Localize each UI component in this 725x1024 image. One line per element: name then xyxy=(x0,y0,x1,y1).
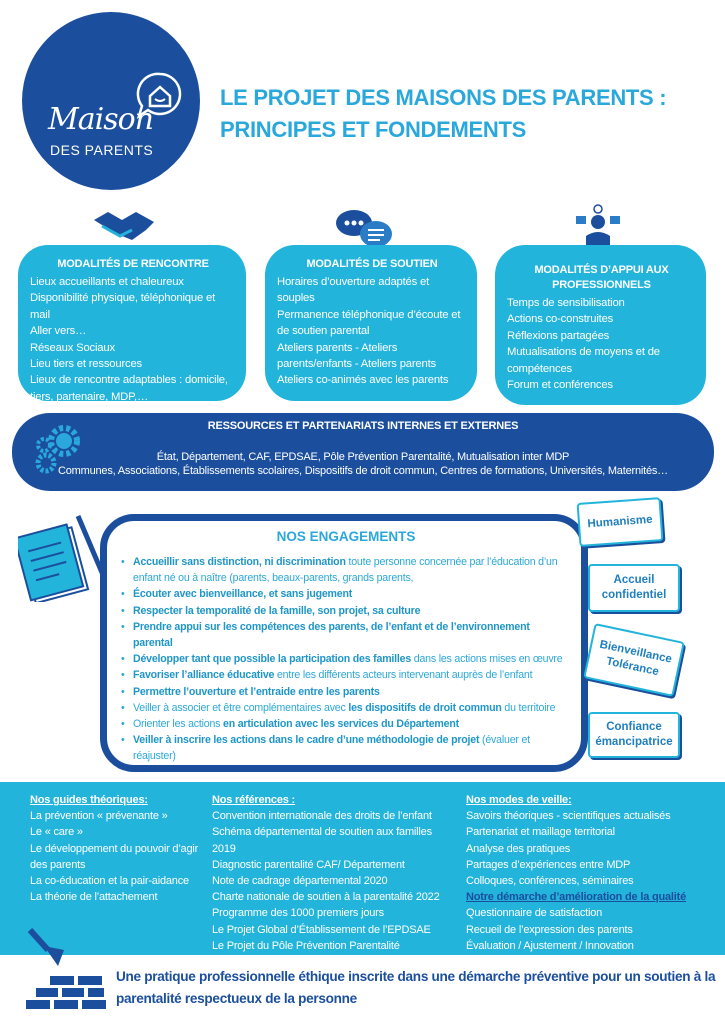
list-item: Actions co-construites xyxy=(507,313,614,326)
list-item: Disponibilité physique, téléphonique et … xyxy=(30,292,216,321)
list-item: Partenariat et maillage territorial xyxy=(466,826,615,839)
list-item: Horaires d’ouverture adaptés et souples xyxy=(277,276,430,305)
list-item: Réseaux Sociaux xyxy=(30,341,115,354)
list-item: Lieux accueillants et chaleureux xyxy=(30,276,184,288)
handshake-icon xyxy=(94,212,154,240)
engagements-box: NOS ENGAGEMENTS Accueillir sans distinct… xyxy=(100,514,588,772)
list-item: Questionnaire de satisfaction xyxy=(466,907,603,920)
list-item: Le « care » xyxy=(30,826,83,839)
qualite-title: Notre démarche d’amélioration de la qual… xyxy=(466,891,687,904)
resources-line-2: Communes, Associations, Établissements s… xyxy=(58,465,668,477)
list-item: Prendre appui sur les compétences des pa… xyxy=(121,619,571,651)
value-bubble-humanisme: Humanisme xyxy=(576,497,664,547)
list-item: Accueillir sans distinction, ni discrimi… xyxy=(121,554,571,586)
engagements-list: Accueillir sans distinction, ni discrimi… xyxy=(121,554,571,765)
veille-column: Nos modes de veille: Savoirs théoriques … xyxy=(466,792,716,954)
list-item: Veiller à inscrire les actions dans le c… xyxy=(121,732,571,764)
logo-script: Maison xyxy=(48,102,154,137)
box-title: MODALITÉS DE RENCONTRE xyxy=(57,258,209,270)
trowel-bricks-icon xyxy=(26,928,106,1009)
footer-statement: Une pratique professionnelle éthique ins… xyxy=(116,969,716,1006)
list-item: Écouter avec bienveillance, et sans juge… xyxy=(121,586,571,602)
guides-title: Nos guides théoriques: xyxy=(30,794,148,806)
box-title: MODALITÉS D’APPUI AUX PROFESSIONNELS xyxy=(534,264,669,291)
references-title: Nos références : xyxy=(212,794,296,806)
list-item: Temps de sensibilisation xyxy=(507,297,625,309)
title-line-2: PRINCIPES ET FONDEMENTS xyxy=(220,117,527,142)
list-item: Convention internationale des droits de … xyxy=(212,810,432,823)
list-item: Favoriser l’alliance éducative entre les… xyxy=(121,667,571,683)
box-title: MODALITÉS DE SOUTIEN xyxy=(306,258,438,270)
list-item: Analyse des pratiques xyxy=(466,842,571,855)
list-item: La prévention « prévenante » xyxy=(30,810,168,823)
list-item: Lieu tiers et ressources xyxy=(30,358,142,371)
box-modalites-rencontre: MODALITÉS DE RENCONTRE Lieux accueillant… xyxy=(18,245,246,403)
list-item: La co-éducation et la pair-aidance xyxy=(30,875,189,888)
logo-subtitle: DES PARENTS xyxy=(50,142,154,158)
list-item: Mutualisations de moyens et de compétenc… xyxy=(507,346,660,375)
title-line-1: LE PROJET DES MAISONS DES PARENTS : xyxy=(220,85,667,110)
list-item: Note de cadrage départemental 2020 xyxy=(212,875,388,888)
list-item: Programme des 1000 premiers jours xyxy=(212,907,384,920)
page-title: LE PROJET DES MAISONS DES PARENTS : PRIN… xyxy=(220,82,667,146)
value-bubble-accueil: Accueil confidentiel xyxy=(588,564,680,612)
resources-title: RESSOURCES ET PARTENARIATS INTERNES ET E… xyxy=(207,420,519,432)
professional-icon xyxy=(576,204,620,250)
resources-line-1: État, Département, CAF, EPDSAE, Pôle Pré… xyxy=(156,451,570,463)
list-item: Ateliers co-animés avec les parents xyxy=(277,374,449,387)
list-item: Le développement du pouvoir d’agir des p… xyxy=(30,842,199,871)
list-item: Permanence téléphonique d’écoute et de s… xyxy=(277,308,461,338)
list-item: Le Projet Global d’Établissement de l’EP… xyxy=(212,923,431,936)
list-item: Colloques, conférences, séminaires xyxy=(466,875,634,888)
engagements-title: NOS ENGAGEMENTS xyxy=(276,529,416,544)
list-item: La théorie de l’attachement xyxy=(30,891,158,904)
list-item: Recueil de l’expression des parents xyxy=(466,923,633,936)
list-item: Forum et conférences xyxy=(507,379,613,392)
list-item: Permettre l’ouverture et l’entraide entr… xyxy=(121,684,571,700)
references-section: Nos guides théoriques: La prévention « p… xyxy=(0,782,725,955)
list-item: Schéma départemental de soutien aux fami… xyxy=(212,826,432,855)
value-bubble-bienveillance: Bienveillance Tolérance xyxy=(583,623,685,697)
house-speech-bubble-icon xyxy=(136,72,182,119)
list-item: Le Projet du Pôle Prévention Parentalité xyxy=(212,939,400,952)
guides-column: Nos guides théoriques: La prévention « p… xyxy=(30,792,210,905)
list-item: Partages d’expériences entre MDP xyxy=(466,858,631,871)
list-item: Réflexions partagées xyxy=(507,329,610,342)
gears-icon xyxy=(35,425,80,474)
list-item: Charte nationale de soutien à la parenta… xyxy=(212,891,440,904)
list-item: Orienter les actions en articulation ave… xyxy=(121,716,571,732)
list-item: Savoirs théoriques - scientifiques actua… xyxy=(466,810,671,823)
box-modalites-soutien: MODALITÉS DE SOUTIEN Horaires d’ouvertur… xyxy=(265,245,477,401)
list-item: Évaluation / Ajustement / Innovation xyxy=(466,939,634,952)
value-bubble-confiance: Confiance émancipatrice xyxy=(588,712,680,758)
veille-title: Nos modes de veille: xyxy=(466,794,572,806)
chat-bubbles-icon xyxy=(336,210,392,247)
resources-band: RESSOURCES ET PARTENARIATS INTERNES ET E… xyxy=(12,413,714,491)
list-item: Lieux de rencontre adaptables : domicile… xyxy=(30,374,228,403)
list-item: Aller vers… xyxy=(30,325,87,338)
box-modalites-appui: MODALITÉS D’APPUI AUX PROFESSIONNELS Tem… xyxy=(495,245,706,405)
list-item: Diagnostic parentalité CAF/ Département xyxy=(212,858,405,871)
notepad-pen-icon xyxy=(18,515,108,602)
list-item: Respecter la temporalité de la famille, … xyxy=(121,603,571,619)
list-item: Veiller à associer et être complémentair… xyxy=(121,700,571,716)
maison-des-parents-logo: Maison DES PARENTS xyxy=(22,12,200,190)
list-item: Développer tant que possible la particip… xyxy=(121,651,571,667)
list-item: Ateliers parents - Ateliers parents/enfa… xyxy=(277,341,436,371)
references-column: Nos références : Convention internationa… xyxy=(212,792,452,954)
